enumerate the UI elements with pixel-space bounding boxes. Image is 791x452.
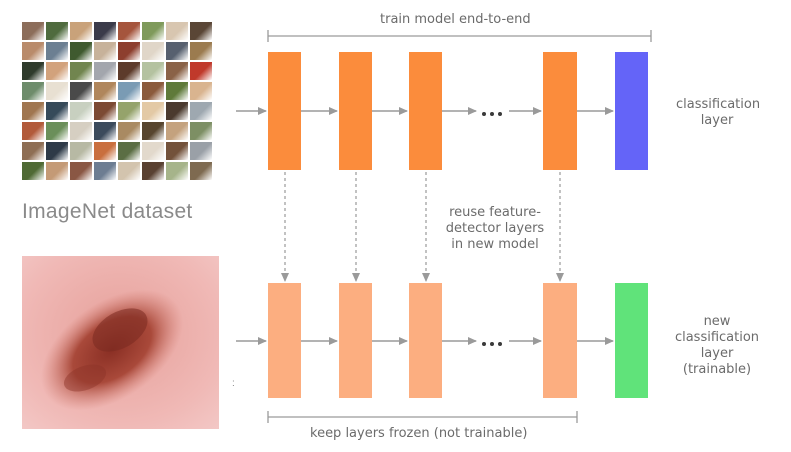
imagenet-thumbnail [94, 102, 116, 120]
top-row-ellipsis [482, 112, 502, 116]
frozen-layer-3 [409, 283, 442, 398]
imagenet-thumbnail [46, 102, 68, 120]
pretrained-layer-last [543, 52, 577, 170]
imagenet-thumbnail [166, 62, 188, 80]
imagenet-thumbnail [94, 22, 116, 40]
imagenet-thumbnail [118, 62, 140, 80]
new-classification-layer-label-line2: classification [674, 330, 760, 345]
imagenet-thumbnail [46, 22, 68, 40]
imagenet-thumbnail [166, 102, 188, 120]
reuse-label: reuse feature- detector layers in new mo… [440, 205, 550, 253]
frozen-layer-last [543, 283, 577, 398]
imagenet-thumbnail [190, 82, 212, 100]
imagenet-thumbnail [94, 142, 116, 160]
frozen-layer-1 [268, 283, 301, 398]
imagenet-thumbnail [46, 62, 68, 80]
imagenet-thumbnail [190, 42, 212, 60]
imagenet-thumbnail [70, 62, 92, 80]
imagenet-thumbnail [142, 142, 164, 160]
imagenet-thumbnail [142, 82, 164, 100]
imagenet-thumbnail [118, 82, 140, 100]
imagenet-thumbnail [22, 122, 44, 140]
imagenet-thumbnail [166, 22, 188, 40]
imagenet-thumbnail [142, 122, 164, 140]
imagenet-thumbnail [94, 122, 116, 140]
reuse-arrows [281, 172, 564, 282]
reuse-label-line2: detector layers [445, 221, 545, 236]
imagenet-thumbnail [142, 162, 164, 180]
keep-frozen-label: keep layers frozen (not trainable) [310, 426, 528, 441]
dataset-label: ImageNet dataset [22, 200, 193, 223]
imagenet-thumbnail [142, 62, 164, 80]
imagenet-thumbnail [70, 22, 92, 40]
imagenet-thumbnail [142, 102, 164, 120]
imagenet-thumbnail [118, 122, 140, 140]
imagenet-thumbnail [94, 162, 116, 180]
imagenet-thumbnail [70, 82, 92, 100]
train-end-to-end-label: train model end-to-end [380, 12, 531, 27]
imagenet-thumbnail [46, 82, 68, 100]
imagenet-thumbnail [70, 162, 92, 180]
reuse-label-line3: in new model [451, 237, 539, 252]
imagenet-thumbnail [166, 82, 188, 100]
classification-layer-label-line2: layer [700, 113, 734, 128]
pretrained-layer-1 [268, 52, 301, 170]
imagenet-thumbnail [118, 22, 140, 40]
imagenet-thumbnail [190, 122, 212, 140]
imagenet-image-grid [22, 22, 212, 180]
imagenet-thumbnail [118, 142, 140, 160]
imagenet-thumbnail [22, 102, 44, 120]
imagenet-thumbnail [94, 82, 116, 100]
imagenet-thumbnail [190, 102, 212, 120]
imagenet-thumbnail [190, 162, 212, 180]
reuse-label-line1: reuse feature- [449, 205, 541, 220]
classification-layer-label-line1: classification [676, 97, 761, 112]
imagenet-thumbnail [22, 42, 44, 60]
imagenet-thumbnail [70, 122, 92, 140]
imagenet-thumbnail [166, 122, 188, 140]
imagenet-thumbnail [142, 42, 164, 60]
imagenet-thumbnail [190, 62, 212, 80]
imagenet-thumbnail [22, 142, 44, 160]
imagenet-thumbnail [94, 62, 116, 80]
new-classification-layer-label-line4: (trainable) [682, 362, 752, 377]
skin-lesion-image [22, 256, 219, 429]
new-classification-layer-label-line1: new [703, 314, 731, 329]
imagenet-thumbnail [70, 102, 92, 120]
imagenet-thumbnail [142, 22, 164, 40]
imagenet-thumbnail [166, 162, 188, 180]
imagenet-thumbnail [118, 162, 140, 180]
bottom-row-ellipsis [482, 342, 502, 346]
imagenet-thumbnail [46, 162, 68, 180]
imagenet-thumbnail [166, 142, 188, 160]
imagenet-thumbnail [46, 142, 68, 160]
keep-frozen-bracket [267, 411, 578, 423]
imagenet-thumbnail [22, 82, 44, 100]
imagenet-thumbnail [94, 42, 116, 60]
classification-layer [615, 52, 648, 170]
imagenet-thumbnail [46, 42, 68, 60]
pretrained-layer-3 [409, 52, 442, 170]
pretrained-layer-2 [339, 52, 372, 170]
new-classification-layer-label-line3: layer [700, 346, 734, 361]
imagenet-thumbnail [22, 22, 44, 40]
imagenet-thumbnail [190, 142, 212, 160]
new-classification-layer [615, 283, 648, 398]
imagenet-thumbnail [166, 42, 188, 60]
imagenet-thumbnail [70, 142, 92, 160]
new-classification-layer-label: new classification layer (trainable) [670, 314, 764, 378]
imagenet-thumbnail [70, 42, 92, 60]
imagenet-thumbnail [190, 22, 212, 40]
imagenet-thumbnail [118, 42, 140, 60]
imagenet-thumbnail [46, 122, 68, 140]
imagenet-thumbnail [118, 102, 140, 120]
stray-mark: : [232, 378, 235, 389]
classification-layer-label: classification layer [676, 97, 761, 129]
imagenet-thumbnail [22, 62, 44, 80]
frozen-layer-2 [339, 283, 372, 398]
train-end-to-end-bracket [267, 30, 652, 42]
imagenet-thumbnail [22, 162, 44, 180]
